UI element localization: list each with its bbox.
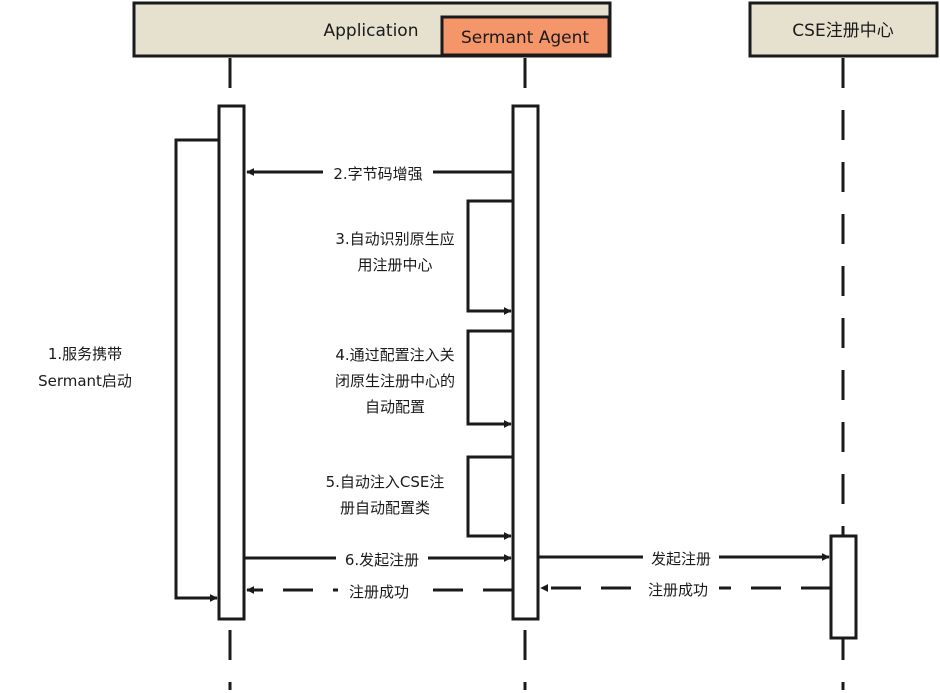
message-4-self-loop [466, 329, 513, 428]
application-activation-bar [217, 104, 246, 621]
message-2-label: 2.字节码增强 [333, 165, 422, 183]
agent-activation-bar [511, 104, 540, 621]
message-4-label-line-3: 自动配置 [365, 398, 425, 416]
message-8-label: 注册成功 [349, 583, 409, 601]
sermant-agent-header-box [440, 15, 611, 57]
cse-registry-header-label: CSE注册中心 [792, 21, 893, 41]
message-6-label: 6.发起注册 [345, 551, 419, 569]
cse-registry-header-box [748, 1, 939, 58]
message-1-label-line-2: Sermant启动 [38, 372, 132, 390]
message-3-label-line-1: 3.自动识别原生应 [335, 230, 454, 248]
message-7-label: 发起注册 [651, 550, 711, 568]
message-3-label-line-2: 用注册中心 [357, 256, 432, 274]
message-9-label: 注册成功 [648, 581, 708, 599]
message-3-self-loop [466, 199, 513, 315]
sermant-agent-header-label: Sermant Agent [461, 28, 589, 48]
message-5-label-line-2: 册自动配置类 [340, 499, 430, 517]
application-header-label: Application [324, 21, 419, 41]
message-5-self-loop [466, 455, 513, 540]
message-4-label-line-1: 4.通过配置注入关 [335, 346, 454, 364]
message-4-label-line-2: 闭原生注册中心的 [335, 372, 455, 390]
registry-activation-bar [829, 534, 858, 640]
message-5-label-line-1: 5.自动注入CSE注 [326, 473, 445, 491]
message-1-label-line-1: 1.服务携带 [48, 345, 122, 363]
message-1-self-loop [174, 138, 219, 602]
